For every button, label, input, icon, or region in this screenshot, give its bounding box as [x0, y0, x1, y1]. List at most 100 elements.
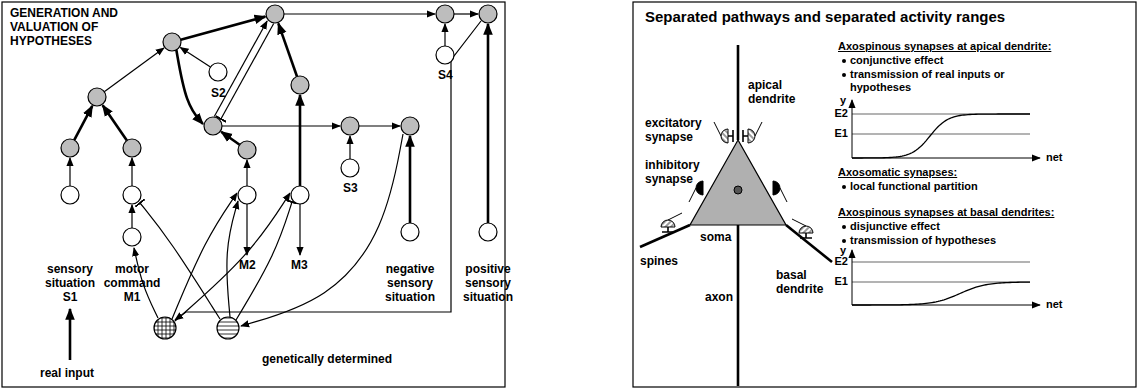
- neuron-circle: [123, 228, 141, 246]
- signal-name: S3: [343, 181, 358, 195]
- network-connector: [299, 204, 300, 255]
- network-connector: [487, 24, 490, 223]
- part-name: spines: [640, 254, 678, 268]
- spine-synapse: [661, 213, 682, 232]
- network-connector: [349, 136, 350, 159]
- part-name: apical dendrite: [748, 78, 806, 106]
- level-label: E1: [835, 275, 848, 288]
- excitatory-synapse: [714, 122, 733, 143]
- activation-curve: [852, 114, 1030, 158]
- part-name: excitatory synapse: [645, 116, 707, 144]
- section-heading: Axosomatic synapses:: [838, 166, 957, 179]
- signal-name: M2: [239, 258, 256, 272]
- axis-label: net: [1046, 151, 1063, 164]
- neuron-circle: [266, 5, 284, 23]
- bullet: [842, 73, 846, 77]
- network-connector: [175, 193, 290, 321]
- inhibitory-synapse: [773, 181, 787, 202]
- section-heading: Axospinous synapses at basal dendrites:: [838, 206, 1054, 219]
- neuron-circle: [436, 46, 454, 64]
- panel-frame: [633, 2, 1136, 387]
- network-connector: [131, 205, 132, 228]
- input-label: positive sensory situation: [457, 262, 519, 304]
- network-connector: [222, 125, 340, 126]
- network-connector: [172, 193, 237, 319]
- input-label: sensory situation S1: [39, 262, 101, 304]
- network-connector: [454, 13, 478, 14]
- part-name: axon: [705, 290, 733, 304]
- bullet: [842, 59, 846, 63]
- network-connector: [131, 158, 132, 186]
- network-connector: [359, 125, 400, 126]
- nucleus: [734, 186, 742, 194]
- neuron-circle: [401, 117, 419, 135]
- bullet: [842, 225, 846, 229]
- neuron-circle: [209, 63, 227, 81]
- network-connector: [444, 24, 445, 46]
- section-heading: Axospinous synapses at apical dendrite:: [838, 40, 1051, 53]
- neuron-circle: [123, 139, 141, 157]
- neuron-circle: [238, 186, 256, 204]
- neuron-circle: [238, 141, 256, 159]
- neuron-circle: [88, 88, 106, 106]
- input-label: motor command M1: [101, 262, 163, 304]
- neuron-circle: [123, 186, 141, 204]
- network-connector: [180, 47, 210, 67]
- network-connector: [246, 160, 247, 186]
- neuron-circle: [163, 33, 181, 51]
- input-label: real input: [40, 366, 94, 380]
- network-connector: [176, 48, 203, 124]
- panel-heading: Separated pathways and separated activit…: [645, 8, 1005, 26]
- graph-axis: [852, 250, 853, 305]
- network-connector: [104, 48, 164, 92]
- neuron-circle: [291, 186, 309, 204]
- part-name: soma: [700, 230, 731, 244]
- soma: [690, 140, 786, 225]
- input-label: negative sensory situation: [379, 262, 441, 304]
- network-connector: [181, 17, 266, 40]
- network-connector: [103, 105, 127, 140]
- panel-heading: GENERATION AND VALUATION OF HYPOTHESES: [10, 6, 150, 48]
- axon: [737, 225, 740, 386]
- part-name: basal dendrite: [776, 268, 836, 296]
- axis-label: y: [840, 94, 846, 107]
- note: genetically determined: [262, 352, 392, 366]
- apical-dendrite: [737, 45, 740, 140]
- network-connector: [221, 132, 239, 145]
- basal-dendrite: [786, 225, 832, 262]
- bullet-text: transmission of hypotheses: [850, 234, 996, 247]
- level-label: E1: [835, 127, 848, 140]
- level-line: [852, 134, 1030, 135]
- level-line: [852, 262, 1030, 263]
- bullet: [842, 185, 846, 189]
- neuron-circle: [291, 76, 309, 94]
- neuron-circle: [341, 159, 359, 177]
- signal-name: S2: [211, 86, 226, 100]
- network-connector: [74, 106, 92, 140]
- spine-synapse: [792, 219, 813, 238]
- level-label: E2: [835, 255, 848, 268]
- network-connector: [241, 134, 403, 326]
- signal-name: S4: [438, 68, 453, 82]
- network-connector: [227, 201, 238, 317]
- network-connector: [236, 202, 292, 320]
- neuron-circle: [61, 186, 79, 204]
- network-connector: [69, 309, 72, 360]
- neuron-circle: [341, 117, 359, 135]
- bullet-text: transmission of real inputs or hypothese…: [850, 68, 1040, 94]
- neuron-circle: [479, 223, 497, 241]
- transfer-graph: [852, 250, 1040, 305]
- neuron-circle: [61, 139, 79, 157]
- activation-curve: [852, 282, 1030, 305]
- neuron-illustration: [640, 45, 832, 386]
- network: [61, 5, 497, 360]
- neuron-circle: [217, 317, 239, 339]
- bullet-text: local functional partition: [850, 180, 978, 193]
- network-connector: [175, 21, 481, 320]
- signal-name: M3: [291, 258, 308, 272]
- neuron-circle: [204, 117, 222, 135]
- neuron-circle: [401, 223, 419, 241]
- neuron-circle: [154, 317, 176, 339]
- transfer-graph: [852, 100, 1040, 158]
